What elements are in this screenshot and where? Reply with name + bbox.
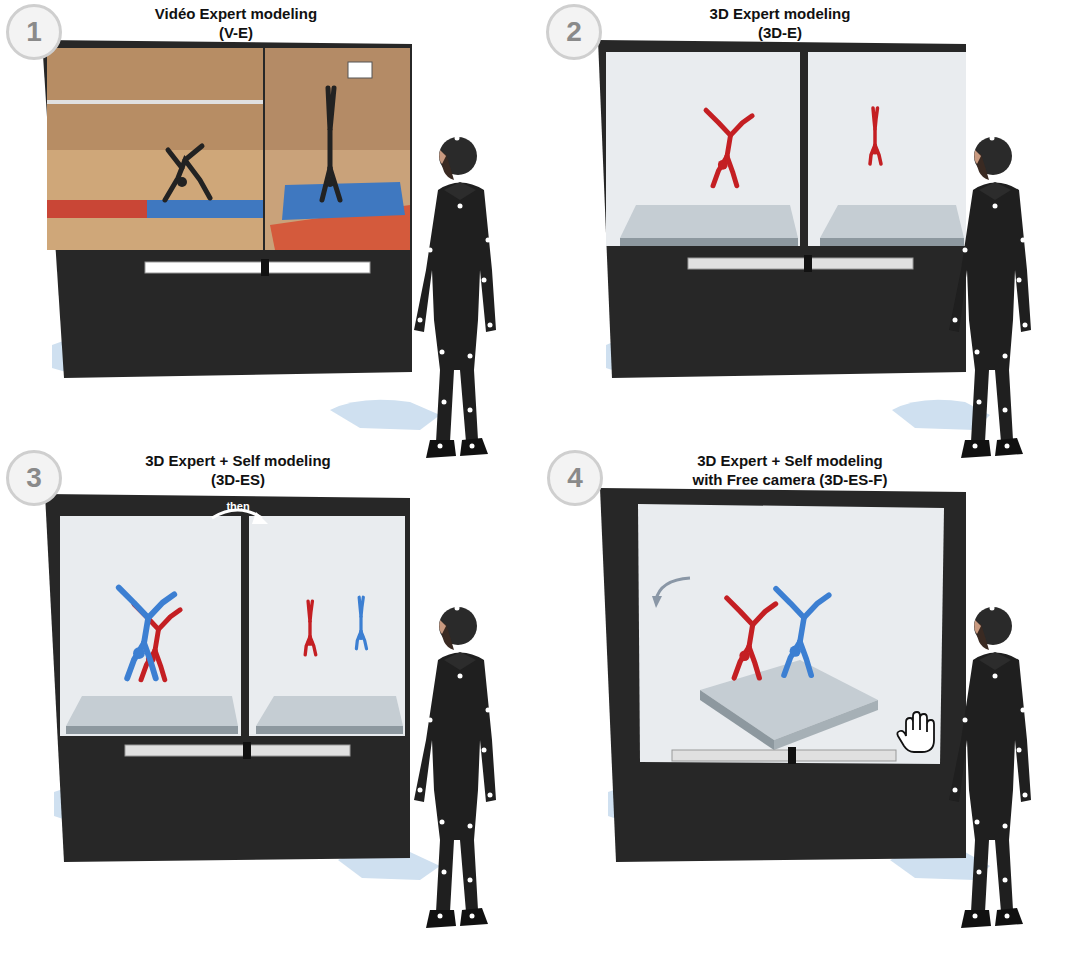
panel-abbrev: (V-E) [219, 24, 253, 41]
panel-abbrev: (3D-ES) [211, 471, 265, 488]
sequence-note: then [226, 500, 249, 512]
step-circle: 3 [6, 450, 62, 506]
panel-title: 3D Expert + Self modeling [697, 452, 882, 469]
step-circle: 2 [546, 4, 602, 60]
step-circle: 1 [6, 4, 62, 60]
panel-title: 3D Expert modeling [710, 5, 851, 22]
panel-abbrev: with Free camera (3D-ES-F) [692, 471, 887, 488]
step-number: 4 [567, 462, 583, 494]
step-number: 3 [26, 462, 42, 494]
panel-title: 3D Expert + Self modeling [145, 452, 330, 469]
step-circle: 4 [547, 450, 603, 506]
panel-abbrev: (3D-E) [758, 24, 802, 41]
step-number: 2 [566, 16, 582, 48]
step-number: 1 [26, 16, 42, 48]
panel-title: Vidéo Expert modeling [155, 5, 317, 22]
